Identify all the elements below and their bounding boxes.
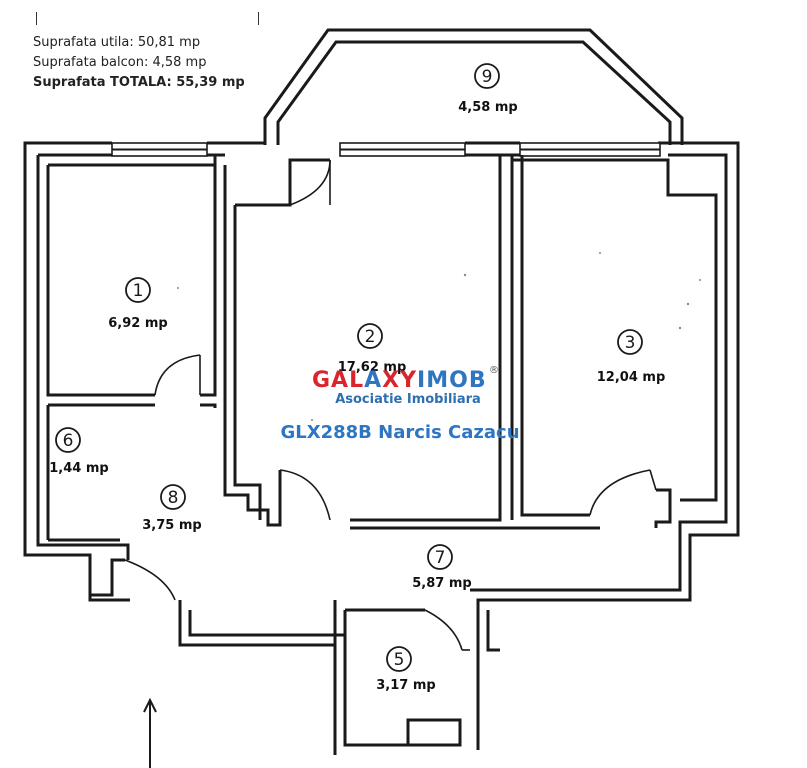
room-6-label: 6 1,44 mp [49, 427, 109, 476]
useful-area-text: Suprafata utila: 50,81 mp [33, 35, 201, 50]
north-arrow-icon [143, 697, 157, 768]
balcony-area-text: Suprafata balcon: 4,58 mp [33, 55, 207, 70]
room-9-number: 9 [482, 67, 493, 87]
room-1-area: 6,92 mp [108, 316, 167, 331]
corner-mark-right [258, 12, 259, 25]
room-7-number: 7 [435, 548, 446, 568]
registered-mark: ® [489, 365, 499, 376]
door-room-1 [154, 354, 201, 396]
room-2-number: 2 [365, 327, 376, 347]
room-5-number: 5 [394, 650, 405, 670]
door-balcony [289, 159, 331, 206]
room-1-label: 1 6,92 mp [108, 277, 168, 331]
agent-code: GLX288B Narcis Cazacu [280, 422, 519, 443]
room-6-area: 1,44 mp [49, 461, 108, 476]
room-5-area: 3,17 mp [376, 678, 435, 693]
bay-balcony-walls [263, 28, 684, 145]
room-9-label: 9 4,58 mp [458, 63, 518, 115]
room-8-number: 8 [168, 488, 179, 508]
room-7-area: 5,87 mp [412, 576, 471, 591]
doors [124, 159, 657, 651]
room-7-label: 7 5,87 mp [412, 544, 472, 591]
room-3-area: 12,04 mp [597, 370, 666, 385]
total-area-text: Suprafata TOTALA: 55,39 mp [33, 75, 245, 90]
door-room-2 [279, 469, 331, 521]
room-6-number: 6 [63, 431, 74, 451]
watermark: GALAXYIMOB ® Asociatie Imobiliara GLX288… [280, 365, 519, 443]
watermark-tagline: Asociatie Imobiliara [335, 392, 481, 407]
door-entrance [124, 559, 176, 601]
corner-mark-left [36, 12, 37, 25]
room-5-label: 5 3,17 mp [376, 646, 436, 693]
door-room-3 [589, 469, 651, 516]
room-3-label: 3 12,04 mp [597, 329, 666, 385]
dust-dots [177, 252, 701, 421]
room-3-number: 3 [625, 333, 636, 353]
door-room-5 [424, 609, 463, 651]
room-1-number: 1 [133, 281, 144, 301]
room-9-area: 4,58 mp [458, 100, 517, 115]
room-8-label: 8 3,75 mp [142, 484, 202, 533]
windows [111, 141, 661, 157]
room-8-area: 3,75 mp [142, 518, 201, 533]
room-2-label: 2 17,62 mp [338, 323, 407, 375]
outer-walls [23, 141, 740, 648]
room-2-area: 17,62 mp [338, 360, 407, 375]
interior-walls [46, 155, 718, 755]
watermark-brand: GALAXYIMOB [312, 368, 487, 393]
